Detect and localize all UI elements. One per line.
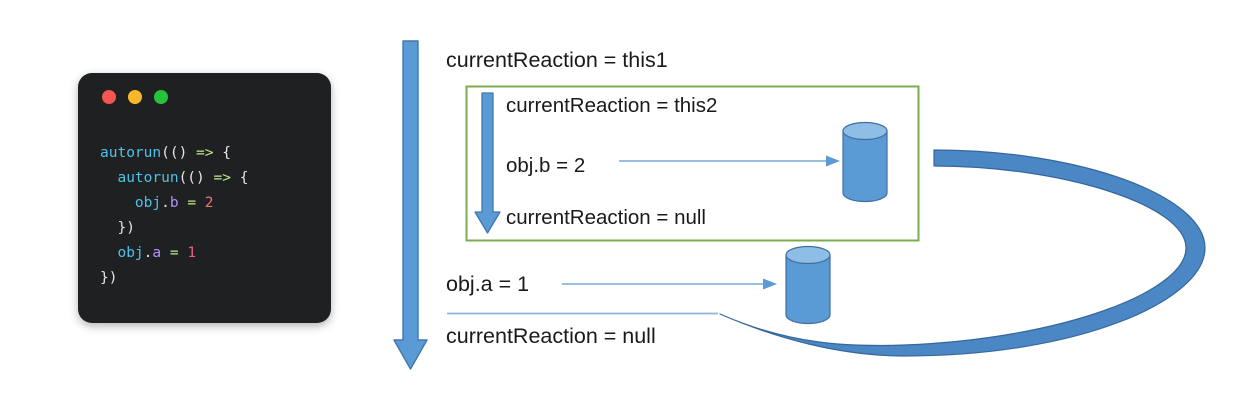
code-token: {	[213, 145, 231, 161]
code-token: a	[152, 245, 162, 261]
code-token: {	[230, 170, 249, 186]
outer-reaction-arrow	[393, 40, 428, 370]
code-token: })	[117, 220, 135, 236]
code-token: .	[161, 195, 170, 211]
code-token: (()	[178, 170, 214, 186]
code-token: =>	[213, 170, 231, 186]
code-line: obj.b = 2	[100, 191, 248, 216]
code-line: autorun(() => {	[100, 166, 248, 191]
code-token: =	[169, 245, 179, 261]
close-button[interactable]	[102, 90, 116, 104]
code-token: 1	[187, 245, 197, 261]
code-token: =>	[196, 145, 214, 161]
inner-reaction-end-label: currentReaction = null	[506, 206, 706, 229]
code-token: obj	[134, 195, 162, 211]
outer-reaction-start-label: currentReaction = this1	[446, 48, 668, 72]
code-token: (()	[161, 145, 197, 161]
inner-reaction-arrow	[474, 92, 501, 234]
minimize-button[interactable]	[128, 90, 142, 104]
maximize-button[interactable]	[154, 90, 168, 104]
observable-b-cylinder	[842, 121, 888, 203]
obja-write-arrow	[562, 278, 777, 290]
inner-reaction-group-box	[465, 85, 920, 242]
code-token: =	[187, 195, 197, 211]
code-token: 2	[204, 195, 214, 211]
code-line: })	[100, 266, 248, 291]
code-token: })	[100, 270, 118, 286]
code-line: autorun(() => {	[100, 141, 248, 166]
outer-assignment-label: obj.a = 1	[446, 272, 530, 296]
code-token: obj	[117, 245, 144, 261]
code-text: autorun(() => { autorun(() => { obj.b = …	[100, 141, 248, 291]
code-token: .	[143, 245, 153, 261]
code-line: })	[100, 216, 248, 241]
code-token: autorun	[117, 170, 179, 186]
code-token: autorun	[100, 145, 162, 161]
inner-reaction-start-label: currentReaction = this2	[506, 94, 718, 117]
code-token: b	[169, 195, 179, 211]
code-line: obj.a = 1	[100, 241, 248, 266]
reaction-loop-arrow	[719, 149, 1206, 357]
code-window-titlebar	[78, 73, 331, 117]
inner-assignment-label: obj.b = 2	[506, 154, 586, 177]
observable-a-cylinder	[785, 245, 831, 325]
objb-write-arrow	[619, 155, 840, 167]
code-snippet-window: autorun(() => { autorun(() => { obj.b = …	[78, 73, 331, 323]
outer-reaction-end-label: currentReaction = null	[446, 324, 656, 348]
